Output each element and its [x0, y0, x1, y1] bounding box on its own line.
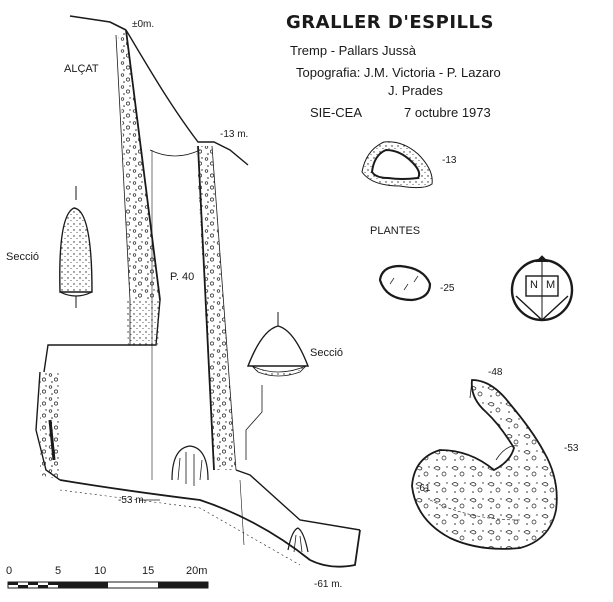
scale-tick-20: 20m: [186, 565, 208, 577]
scale-tick-15: 15: [142, 565, 155, 577]
survey-location: Tremp - Pallars Jussà: [290, 43, 416, 58]
survey-org: SIE-CEA: [310, 105, 363, 120]
plans-label: PLANTES: [370, 225, 421, 237]
section-label-left: Secció: [6, 251, 40, 263]
plan-level-61: -61: [416, 483, 431, 494]
section-left: [59, 186, 93, 308]
depth-61: -61 m.: [314, 579, 343, 590]
section-label-right: Secció: [310, 347, 344, 359]
survey-topography-2: J. Prades: [388, 83, 443, 98]
scale-tick-10: 10: [94, 565, 107, 577]
north-letter-m: M: [546, 279, 556, 291]
shaft-label: P. 40: [170, 271, 195, 283]
survey-date: 7 octubre 1973: [404, 105, 491, 120]
plan-level-48: -48: [488, 367, 503, 378]
depth-top: ±0m.: [132, 19, 155, 30]
plan-level-53: -53: [564, 443, 579, 454]
survey-title: GRALLER D'ESPILLS: [286, 12, 494, 33]
plan-level-13: -13: [442, 155, 457, 166]
depth-53: -53 m.: [118, 495, 147, 506]
scale-bar: [7, 581, 209, 589]
survey-topography: Topografia: J.M. Victoria - P. Lazaro: [296, 65, 501, 80]
north-arrow: [510, 255, 574, 322]
elevation-profile: [35, 15, 361, 568]
section-right: [246, 312, 310, 377]
north-letter-n: N: [530, 279, 538, 291]
depth-13: -13 m.: [220, 129, 249, 140]
plan-25: [378, 264, 432, 302]
scale-tick-5: 5: [55, 565, 62, 577]
elevation-label: ALÇAT: [64, 63, 99, 75]
plan-13: [361, 141, 433, 189]
scale-tick-0: 0: [6, 565, 13, 577]
plan-48-61: [411, 379, 558, 550]
plan-level-25: -25: [440, 283, 455, 294]
